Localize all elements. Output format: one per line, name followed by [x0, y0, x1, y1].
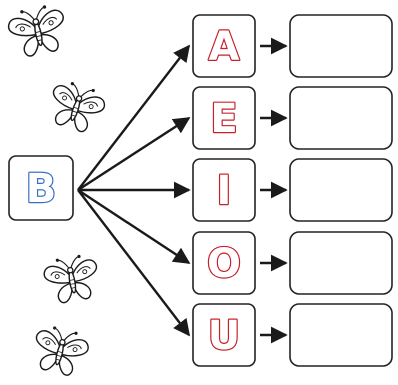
arrow-icon	[77, 44, 191, 191]
vowel-tile: O	[192, 231, 256, 295]
butterfly-icon	[41, 251, 103, 306]
answer-box[interactable]	[289, 231, 393, 295]
consonant-tile: B	[8, 155, 74, 221]
vowel-letter: A	[209, 24, 240, 70]
arrow-icon	[77, 116, 191, 192]
vowel-letter: O	[207, 241, 241, 287]
vowel-tile: I	[192, 158, 256, 222]
vowel-letter: E	[210, 96, 237, 142]
butterfly-icon	[4, 1, 71, 60]
answer-box[interactable]	[289, 14, 393, 78]
vowel-tile: A	[192, 14, 256, 78]
vowel-letter: I	[217, 168, 232, 214]
consonant-letter: B	[26, 166, 57, 212]
answer-box[interactable]	[289, 158, 393, 222]
arrow-icon	[77, 188, 191, 265]
vowel-tile: U	[192, 303, 256, 367]
arrow-icon	[77, 189, 191, 337]
answer-box[interactable]	[289, 303, 393, 367]
vowel-letter: U	[208, 313, 240, 359]
butterfly-icon	[43, 76, 110, 137]
vowel-tile: E	[192, 86, 256, 150]
answer-box[interactable]	[289, 86, 393, 150]
butterfly-icon	[28, 322, 93, 380]
